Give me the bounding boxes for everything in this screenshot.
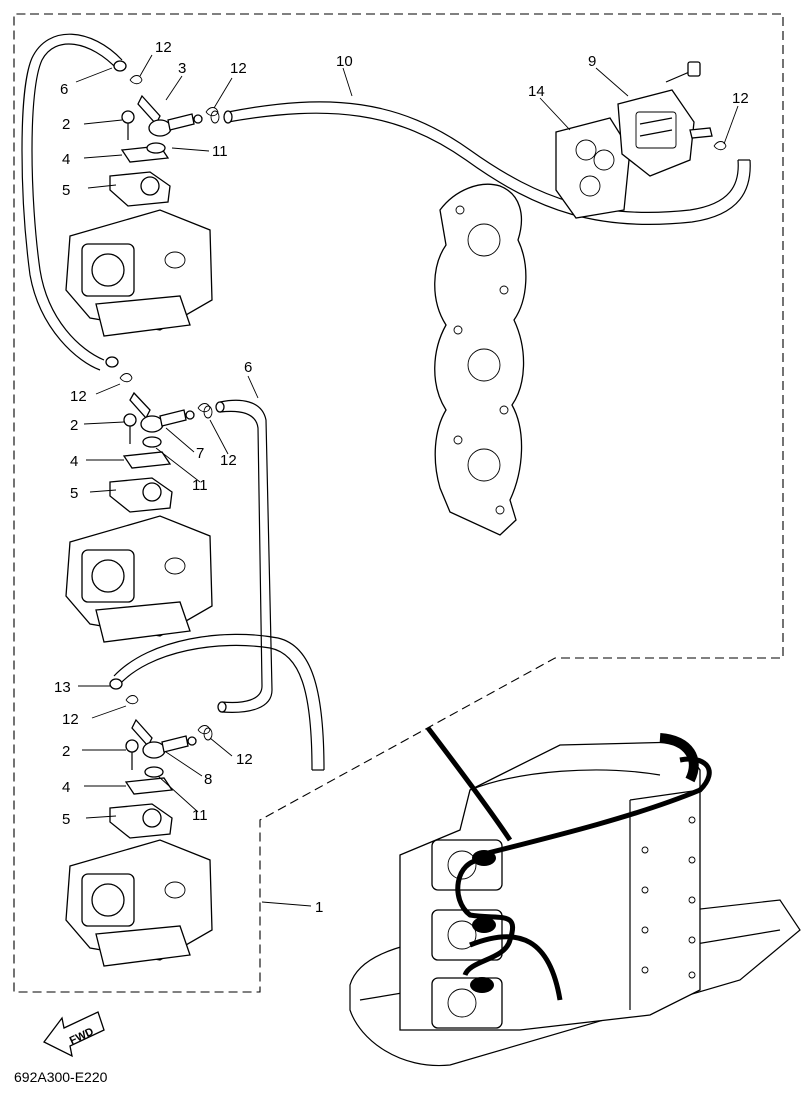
hose-6-top — [31, 43, 119, 361]
callout-12: 12 — [70, 388, 87, 405]
pump-gasket-14 — [555, 117, 631, 219]
callout-13: 13 — [54, 679, 71, 696]
hose-harness — [426, 726, 712, 1001]
carburetor-2 — [65, 515, 213, 643]
callout-6: 6 — [60, 81, 68, 98]
callout-5: 5 — [62, 182, 70, 199]
diagram-code: 692A300-E220 — [14, 1069, 108, 1085]
joint-7 — [129, 391, 195, 433]
callout-4: 4 — [62, 151, 70, 168]
callout-12: 12 — [230, 60, 247, 77]
carburetor-1 — [65, 209, 213, 337]
hose-13 — [117, 644, 313, 771]
callout-10: 10 — [336, 53, 353, 70]
callout-4: 4 — [70, 453, 78, 470]
screw-plate-group-1 — [109, 110, 171, 207]
fwd-arrow-icon: FWD — [43, 1011, 105, 1058]
hose-10 — [227, 101, 739, 214]
callout-6: 6 — [244, 359, 252, 376]
callout-11: 11 — [192, 807, 208, 824]
callout-1: 1 — [315, 899, 323, 916]
callout-7: 7 — [196, 445, 204, 462]
callout-9: 9 — [588, 53, 596, 70]
callout-12: 12 — [62, 711, 79, 728]
callout-12: 12 — [236, 751, 253, 768]
assembly-boundary — [13, 13, 784, 993]
callout-labels: 6 12 3 12 10 9 14 12 2 4 11 5 12 6 2 7 1… — [54, 39, 749, 916]
callout-11: 11 — [192, 477, 208, 494]
callout-12: 12 — [155, 39, 172, 56]
carburetor-3 — [65, 839, 213, 967]
callout-8: 8 — [204, 771, 212, 788]
manifold-gasket — [434, 183, 527, 536]
joint-8 — [131, 718, 197, 759]
engine-block — [349, 741, 801, 1067]
callout-12: 12 — [732, 90, 749, 107]
callout-4: 4 — [62, 779, 70, 796]
hose-6-mid — [219, 399, 273, 713]
screw-plate-group-2 — [109, 413, 173, 513]
callout-2: 2 — [62, 116, 70, 133]
callout-5: 5 — [70, 485, 78, 502]
clips-12 — [119, 75, 727, 741]
joint-3 — [137, 94, 203, 137]
callout-2: 2 — [62, 743, 70, 760]
callout-5: 5 — [62, 811, 70, 828]
screw-plate-group-3 — [109, 739, 174, 839]
callout-2: 2 — [70, 417, 78, 434]
callout-14: 14 — [528, 83, 545, 100]
callout-3: 3 — [178, 60, 186, 77]
callout-12: 12 — [220, 452, 237, 469]
callout-11: 11 — [212, 143, 228, 160]
leader-lines — [75, 54, 739, 907]
fuel-pump-9 — [617, 61, 713, 177]
